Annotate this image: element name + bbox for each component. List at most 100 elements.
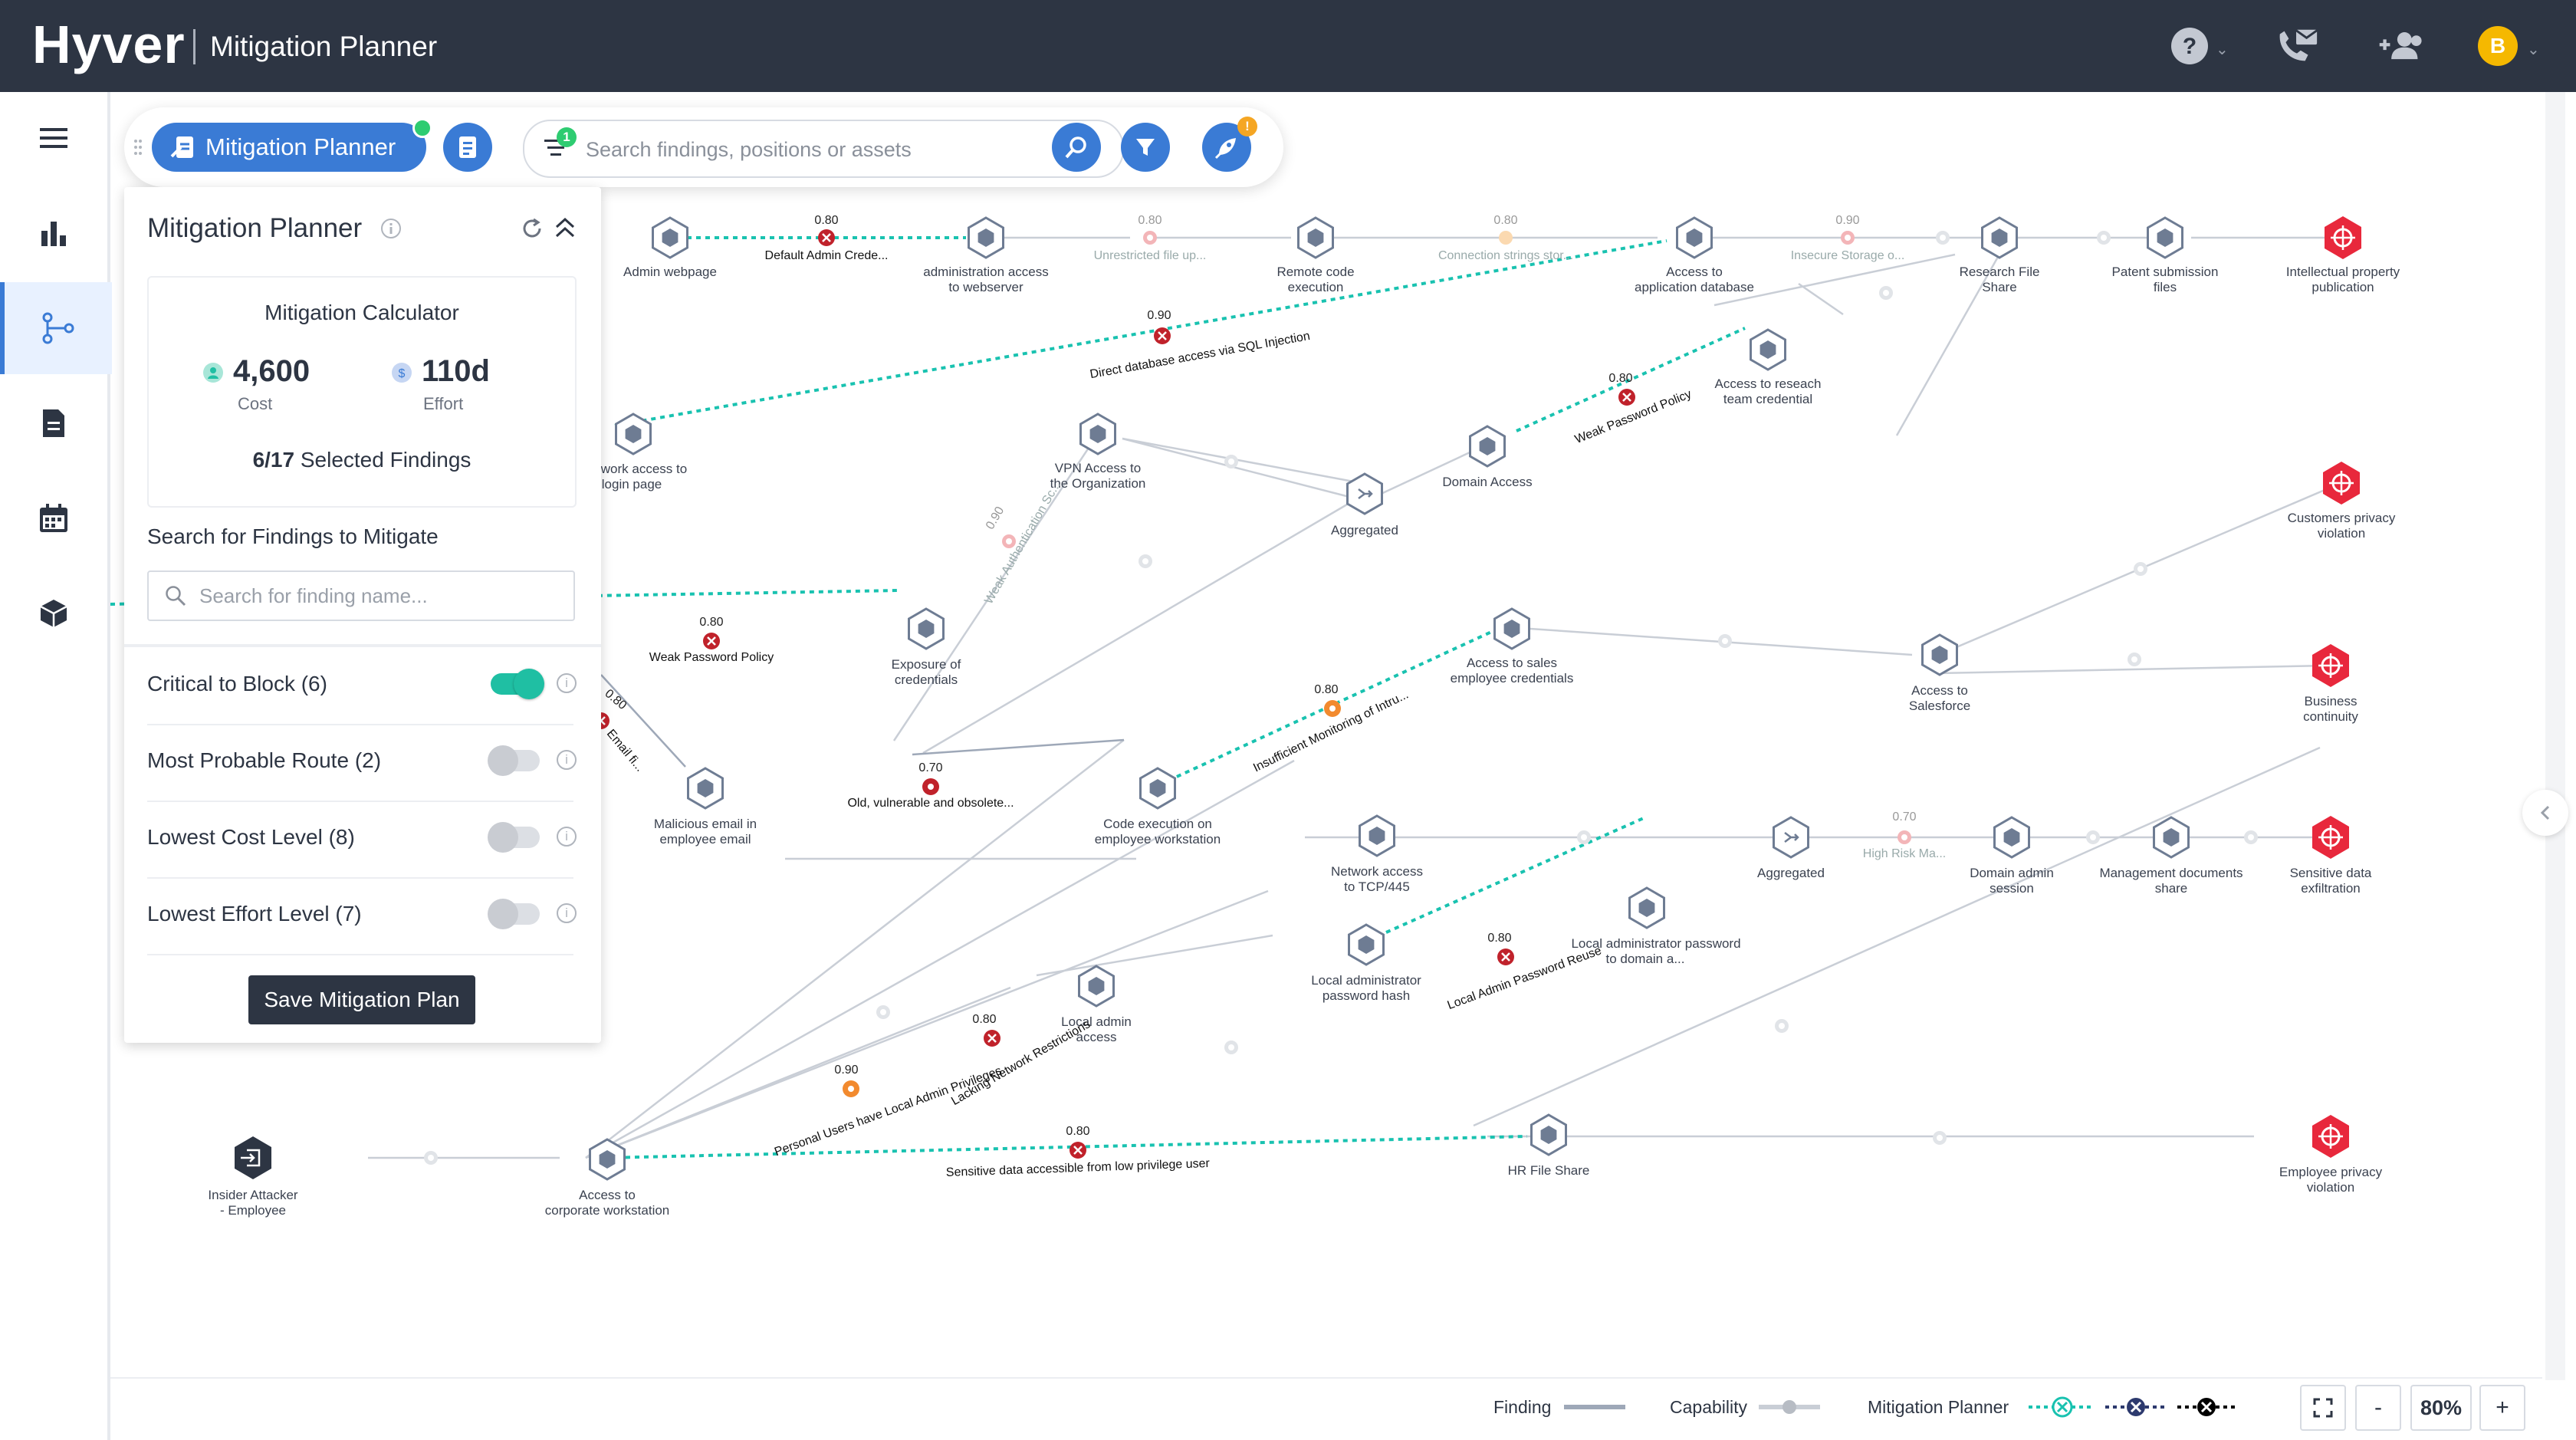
option-lowest-cost[interactable]: Lowest Cost Level (8) i [147, 801, 577, 879]
asset-node-network-tcp445[interactable]: Network access to TCP/445 [1331, 814, 1423, 894]
aggregated-node-1[interactable]: Aggregated [1331, 472, 1398, 538]
finding-weak-password-exposure[interactable]: 0.80 Weak Password Policy [649, 616, 774, 664]
option-critical-to-block[interactable]: Critical to Block (6) i [147, 647, 577, 725]
drag-handle-icon[interactable] [133, 138, 143, 156]
zoom-in-button[interactable]: + [2479, 1385, 2525, 1431]
svg-text:Customers privacy: Customers privacy [2288, 511, 2396, 525]
target-node-ip-publication[interactable]: Intellectual property publication [2286, 215, 2400, 294]
asset-node-remote-code-execution[interactable]: Remote code execution [1276, 216, 1355, 294]
svg-text:Sensitive data: Sensitive data [2290, 866, 2372, 880]
svg-text:0.90: 0.90 [1835, 214, 1859, 227]
save-mitigation-plan-button[interactable]: Save Mitigation Plan [248, 975, 475, 1024]
avatar-chevron-down-icon[interactable]: ⌄ [2527, 41, 2540, 58]
asset-node-management-documents[interactable]: Management documents share [2099, 816, 2243, 896]
finding-insecure-storage[interactable]: 0.90 Insecure Storage o... [1791, 214, 1905, 262]
finding-old-vulnerable[interactable]: 0.70 Old, vulnerable and obsolete... [847, 761, 1014, 810]
finding-weak-authentication[interactable]: 0.90 Weak Authentication Sc... [982, 479, 1063, 607]
finding-lacking-network[interactable]: 0.80 Lacking Network Restrictions [949, 1013, 1092, 1108]
finding-sql-injection[interactable]: 0.90 Direct database access via SQL Inje… [1089, 309, 1311, 381]
document-icon[interactable] [0, 377, 107, 469]
asset-node-patent-files[interactable]: Patent submission files [2112, 216, 2219, 294]
toggle-switch-off[interactable] [488, 822, 540, 853]
fullscreen-button[interactable] [2300, 1385, 2346, 1431]
finding-weak-password-research[interactable]: 0.80 Weak Password Policy [1573, 372, 1694, 446]
svg-text:Admin webpage: Admin webpage [623, 265, 717, 279]
asset-node-application-database[interactable]: Access to application database [1635, 216, 1754, 294]
target-node-business-continuity[interactable]: Business continuity [2303, 643, 2358, 724]
svg-text:0.80: 0.80 [1138, 214, 1162, 227]
toggle-switch-off[interactable] [488, 899, 540, 929]
target-node-employee-privacy[interactable]: Employee privacy violation [2279, 1113, 2383, 1195]
finding-unrestricted-file[interactable]: 0.80 Unrestricted file up... [1094, 214, 1207, 262]
info-icon[interactable]: i [557, 750, 577, 770]
calendar-icon[interactable] [0, 472, 107, 564]
user-avatar[interactable]: B [2478, 26, 2518, 66]
asset-node-malicious-email[interactable]: Malicious email in employee email [654, 767, 757, 847]
asset-node-code-execution-workstation[interactable]: Code execution on employee workstation [1095, 767, 1221, 847]
asset-node-research-credential[interactable]: Access to reseach team credential [1715, 328, 1822, 406]
zoom-out-button[interactable]: - [2355, 1385, 2401, 1431]
svg-text:violation: violation [2318, 526, 2365, 541]
svg-text:0.80: 0.80 [1066, 1125, 1089, 1138]
mitigation-planner-tab[interactable]: Mitigation Planner [152, 123, 426, 172]
add-users-icon[interactable] [2378, 23, 2424, 69]
info-icon[interactable]: i [557, 673, 577, 693]
asset-node-research-file-share[interactable]: Research File Share [1960, 216, 2040, 294]
cost-value: 4,600 [233, 354, 310, 388]
option-most-probable-route[interactable]: Most Probable Route (2) i [147, 724, 577, 802]
asset-node-local-admin-password[interactable]: Local administrator password to domain a… [1571, 886, 1741, 966]
asset-node-local-admin-hash[interactable]: Local administrator password hash [1311, 923, 1421, 1003]
svg-text:?: ? [2183, 34, 2196, 59]
asset-node-exposure-credentials[interactable]: Exposure of credentials [892, 607, 961, 687]
asset-node-vpn-access[interactable]: VPN Access to the Organization [1050, 413, 1146, 491]
attack-graph-canvas[interactable]: Admin webpage administration access to w… [110, 92, 2542, 1380]
svg-text:Email fi...: Email fi... [604, 727, 646, 774]
option-lowest-effort[interactable]: Lowest Effort Level (7) i [147, 877, 577, 955]
expand-side-panel-button[interactable] [2522, 790, 2568, 836]
finding-high-risk[interactable]: 0.70 High Risk Ma... [1863, 810, 1946, 860]
finding-default-admin[interactable]: 0.80 Default Admin Crede... [765, 214, 889, 262]
aggregated-node-2[interactable]: Aggregated [1757, 816, 1825, 880]
asset-node-corporate-workstation[interactable]: Access to corporate workstation [545, 1138, 670, 1218]
filter-button[interactable] [1121, 123, 1170, 172]
asset-node-login-page[interactable]: work access to login page [600, 413, 687, 492]
bar-chart-icon[interactable] [0, 187, 107, 279]
info-icon[interactable] [380, 218, 402, 243]
finding-connection-strings[interactable]: 0.80 Connection strings stor... [1438, 214, 1573, 262]
brand-logo[interactable]: Hyver [32, 15, 186, 74]
help-icon[interactable]: ? [2167, 23, 2213, 69]
finding-personal-users[interactable]: 0.90 Personal Users have Local Admin Pri… [773, 1064, 1004, 1159]
report-button[interactable] [443, 123, 492, 172]
asset-node-local-admin-access[interactable]: Local admin access [1061, 965, 1132, 1044]
attack-path-icon[interactable] [0, 282, 112, 374]
search-button[interactable] [1052, 123, 1101, 172]
phone-mail-icon[interactable] [2274, 23, 2320, 69]
refresh-icon[interactable] [520, 216, 544, 245]
help-chevron-down-icon[interactable]: ⌄ [2216, 41, 2229, 58]
asset-node-sales-credentials[interactable]: Access to sales employee credentials [1451, 607, 1574, 685]
finding-sensitive-low-privilege[interactable]: 0.80 Sensitive data accessible from low … [946, 1125, 1211, 1179]
asset-node-salesforce[interactable]: Access to Salesforce [1909, 633, 1970, 713]
vertical-scrollbar[interactable] [2545, 92, 2565, 1380]
info-icon[interactable]: i [557, 903, 577, 923]
asset-node-domain-admin-session[interactable]: Domain admin session [1970, 816, 2054, 896]
svg-text:Domain admin: Domain admin [1970, 866, 2054, 880]
svg-text:employee credentials: employee credentials [1451, 671, 1574, 685]
collapse-chevrons-icon[interactable] [554, 215, 577, 245]
asset-node-admin-webpage[interactable]: Admin webpage [623, 216, 717, 279]
target-node-sensitive-exfiltration[interactable]: Sensitive data exfiltration [2290, 814, 2372, 896]
asset-node-domain-access[interactable]: Domain Access [1442, 425, 1533, 489]
finding-search-input[interactable]: Search for finding name... [147, 570, 575, 621]
asset-node-hr-file-share[interactable]: HR File Share [1508, 1113, 1590, 1178]
toggle-switch-off[interactable] [488, 745, 540, 776]
entry-node-insider-attacker[interactable]: Insider Attacker - Employee [208, 1136, 298, 1218]
target-node-customers-privacy[interactable]: Customers privacy violation [2288, 460, 2396, 541]
finding-insufficient-monitoring[interactable]: 0.80 Insufficient Monitoring of Intru... [1251, 683, 1411, 774]
info-icon[interactable]: i [557, 827, 577, 847]
toggle-switch-on[interactable] [491, 669, 544, 699]
menu-icon[interactable] [0, 92, 107, 184]
global-search-input[interactable]: 1 Search findings, positions or assets [523, 120, 1124, 178]
cube-icon[interactable] [0, 567, 107, 659]
asset-node-admin-access-webserver[interactable]: administration access to webserver [923, 216, 1049, 294]
filter-list-icon[interactable] [544, 138, 567, 162]
